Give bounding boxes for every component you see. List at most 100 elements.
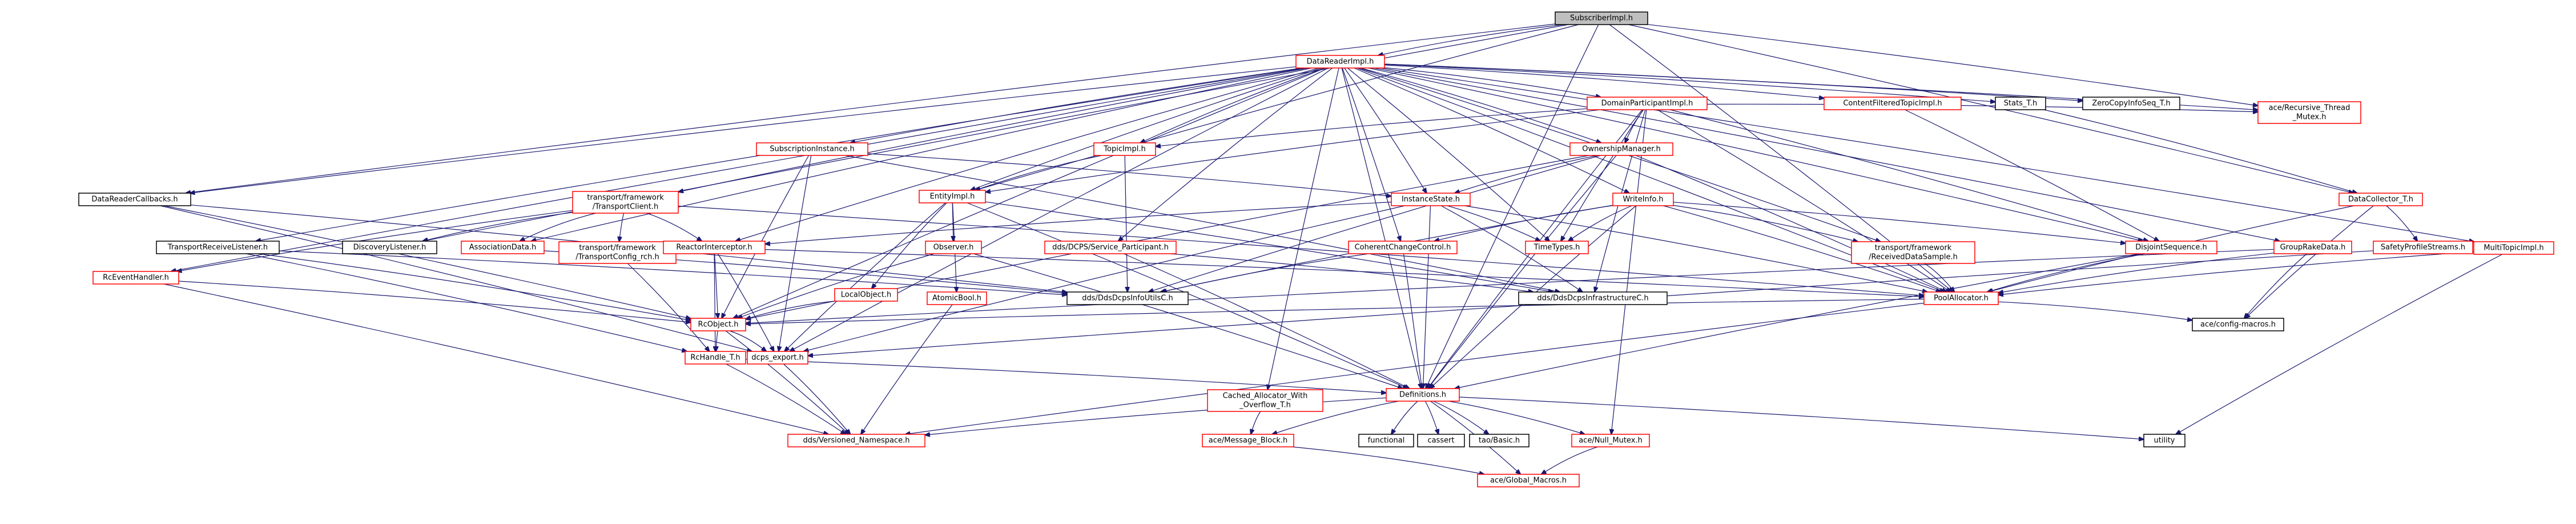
node-tfcfg[interactable]: transport/framework/TransportConfig_rch.… — [558, 241, 677, 264]
node-drimpl[interactable]: DataReaderImpl.h — [1295, 55, 1385, 69]
edge-rceh-to-rcobj — [178, 281, 691, 322]
edge-defs-to-tao — [1433, 401, 1488, 434]
node-pool[interactable]: PoolAllocator.h — [1923, 291, 1999, 305]
node-rchandle[interactable]: RcHandle_T.h — [685, 351, 746, 365]
node-label: DisjointSequence.h — [2135, 243, 2207, 252]
node-cached[interactable]: Cached_Allocator_With_Overflow_T.h — [1207, 389, 1323, 412]
node-box — [1923, 291, 1999, 305]
node-observer[interactable]: Observer.h — [925, 241, 982, 254]
node-box — [1555, 11, 1648, 25]
node-box — [1587, 97, 1708, 110]
edge-subinst-to-inststate — [867, 153, 1391, 197]
edge-drimpl-to-rceh — [171, 67, 1306, 271]
edge-tft-to-disclist — [422, 212, 573, 241]
node-label: Observer.h — [933, 243, 974, 252]
edge-inststate-to-infrac — [1440, 205, 1583, 292]
node-box — [1469, 434, 1530, 447]
node-label: EntityImpl.h — [930, 193, 975, 201]
edge-tft-to-pool — [678, 206, 1924, 296]
node-label: transport/framework — [1875, 244, 1952, 253]
edge-datacoll-to-safety — [2386, 205, 2418, 241]
node-writeinfo[interactable]: WriteInfo.h — [1612, 193, 1674, 206]
edge-rcobj-to-versioned — [725, 330, 849, 434]
edge-trl-to-rchandle — [246, 253, 687, 351]
node-zerocopy: ZeroCopyInfoSeq_T.h — [2082, 97, 2180, 110]
node-localobj[interactable]: LocalObject.h — [834, 288, 898, 302]
node-label: DataCollector_T.h — [2348, 195, 2413, 204]
node-tfrecv[interactable]: transport/framework/ReceivedDataSample.h — [1851, 241, 1975, 264]
node-atomicbool[interactable]: AtomicBool.h — [927, 291, 987, 305]
node-tao: tao/Basic.h — [1469, 434, 1530, 447]
edge-drimpl-to-topicimpl — [1140, 67, 1325, 143]
node-label: MultiTopicImpl.h — [2484, 244, 2543, 253]
edge-drimpl-to-entity — [971, 67, 1322, 190]
node-rcobj[interactable]: RcObject.h — [690, 318, 746, 331]
node-timetypes[interactable]: TimeTypes.h — [1525, 241, 1589, 254]
node-label: AssociationData.h — [469, 243, 536, 252]
node-inststate[interactable]: InstanceState.h — [1391, 193, 1471, 206]
node-group[interactable]: GroupRakeData.h — [2273, 241, 2352, 254]
node-acerecmutex[interactable]: ace/Recursive_Thread_Mutex.h — [2257, 101, 2361, 124]
node-ddsexport[interactable]: dcps_export.h — [747, 351, 808, 365]
node-label: TimeTypes.h — [1533, 243, 1580, 252]
node-rceh[interactable]: RcEventHandler.h — [92, 271, 179, 285]
edge-pool-to-rcobj — [746, 298, 1925, 324]
edge-defs-to-functional — [1391, 401, 1418, 434]
node-infrac: dds/DdsDcpsInfrastructureC.h — [1518, 291, 1668, 305]
edge-defs-to-utility — [1459, 397, 2144, 439]
edge-statst-to-datacoll — [2044, 109, 2357, 193]
node-entity[interactable]: EntityImpl.h — [919, 190, 986, 203]
edge-drimpl-to-cached — [1267, 67, 1339, 390]
node-label: /TransportConfig_rch.h — [575, 253, 659, 262]
node-label: SubscriptionInstance.h — [770, 145, 854, 154]
node-mtimpl[interactable]: MultiTopicImpl.h — [2473, 241, 2554, 255]
edge-drimpl-to-mtimpl — [1379, 67, 2474, 242]
edge-topicimpl-to-entity — [975, 155, 1102, 190]
edge-rchandle-to-versioned — [726, 363, 846, 434]
node-label: ContentFilteredTopicImpl.h — [1843, 99, 1942, 108]
node-dpimpl[interactable]: DomainParticipantImpl.h — [1587, 97, 1708, 110]
node-coherent[interactable]: CoherentChangeControl.h — [1348, 241, 1458, 254]
edge-drimpl-to-disjoint — [1368, 67, 2143, 241]
node-box — [927, 291, 987, 305]
node-label: dds/Versioned_Namespace.h — [803, 437, 909, 445]
edge-drimpl-to-ddsexport — [790, 67, 1329, 351]
node-defs[interactable]: Definitions.h — [1386, 388, 1460, 402]
node-box — [1851, 241, 1975, 264]
node-ddsservice[interactable]: dds/DCPS/Service_Participant.h — [1044, 241, 1177, 254]
node-label: ace/config-macros.h — [2200, 321, 2276, 329]
edge-subinst-to-rcobj — [722, 155, 810, 318]
edge-ownmgr-to-defs — [1428, 155, 1617, 389]
node-ownmgr[interactable]: OwnershipManager.h — [1569, 142, 1673, 156]
node-subinst[interactable]: SubscriptionInstance.h — [756, 142, 868, 156]
node-label: Stats_T.h — [2004, 99, 2037, 108]
node-drcb: DataReaderCallbacks.h — [78, 193, 191, 206]
edge-drimpl-to-tft — [678, 67, 1309, 192]
node-label: dds/DdsDcpsInfrastructureC.h — [1537, 294, 1648, 303]
node-cftimpl[interactable]: ContentFilteredTopicImpl.h — [1824, 97, 1962, 110]
node-acecfg: ace/config-macros.h — [2192, 318, 2284, 331]
edge-group-to-rcobj — [746, 249, 2275, 323]
node-tft[interactable]: transport/framework/TransportClient.h — [572, 191, 679, 214]
node-box — [1348, 241, 1458, 254]
node-globalmacros[interactable]: ace/Global_Macros.h — [1477, 474, 1580, 487]
node-box — [1518, 291, 1668, 305]
node-msgblock[interactable]: ace/Message_Block.h — [1202, 434, 1294, 447]
node-datacoll[interactable]: DataCollector_T.h — [2338, 193, 2423, 206]
node-topicimpl[interactable]: TopicImpl.h — [1093, 142, 1156, 156]
edge-mtimpl-to-utility — [2176, 254, 2503, 434]
node-assocdata[interactable]: AssociationData.h — [461, 241, 545, 254]
node-box — [787, 434, 925, 447]
node-box — [747, 351, 808, 365]
node-disjoint[interactable]: DisjointSequence.h — [2125, 241, 2217, 254]
node-reactint[interactable]: ReactorInterceptor.h — [663, 241, 766, 254]
edge-drimpl-to-writeinfo — [1354, 67, 1629, 193]
node-safety[interactable]: SafetyProfileStreams.h — [2373, 241, 2473, 254]
edge-rcobj-to-ddsexport — [729, 330, 767, 351]
node-box — [461, 241, 545, 254]
node-versioned[interactable]: dds/Versioned_Namespace.h — [787, 434, 925, 447]
edge-drimpl-to-inststate — [1344, 67, 1427, 193]
node-nullmutex[interactable]: ace/Null_Mutex.h — [1571, 434, 1650, 447]
node-label: SubscriberImpl.h — [1570, 14, 1633, 23]
node-label: transport/framework — [579, 244, 656, 253]
